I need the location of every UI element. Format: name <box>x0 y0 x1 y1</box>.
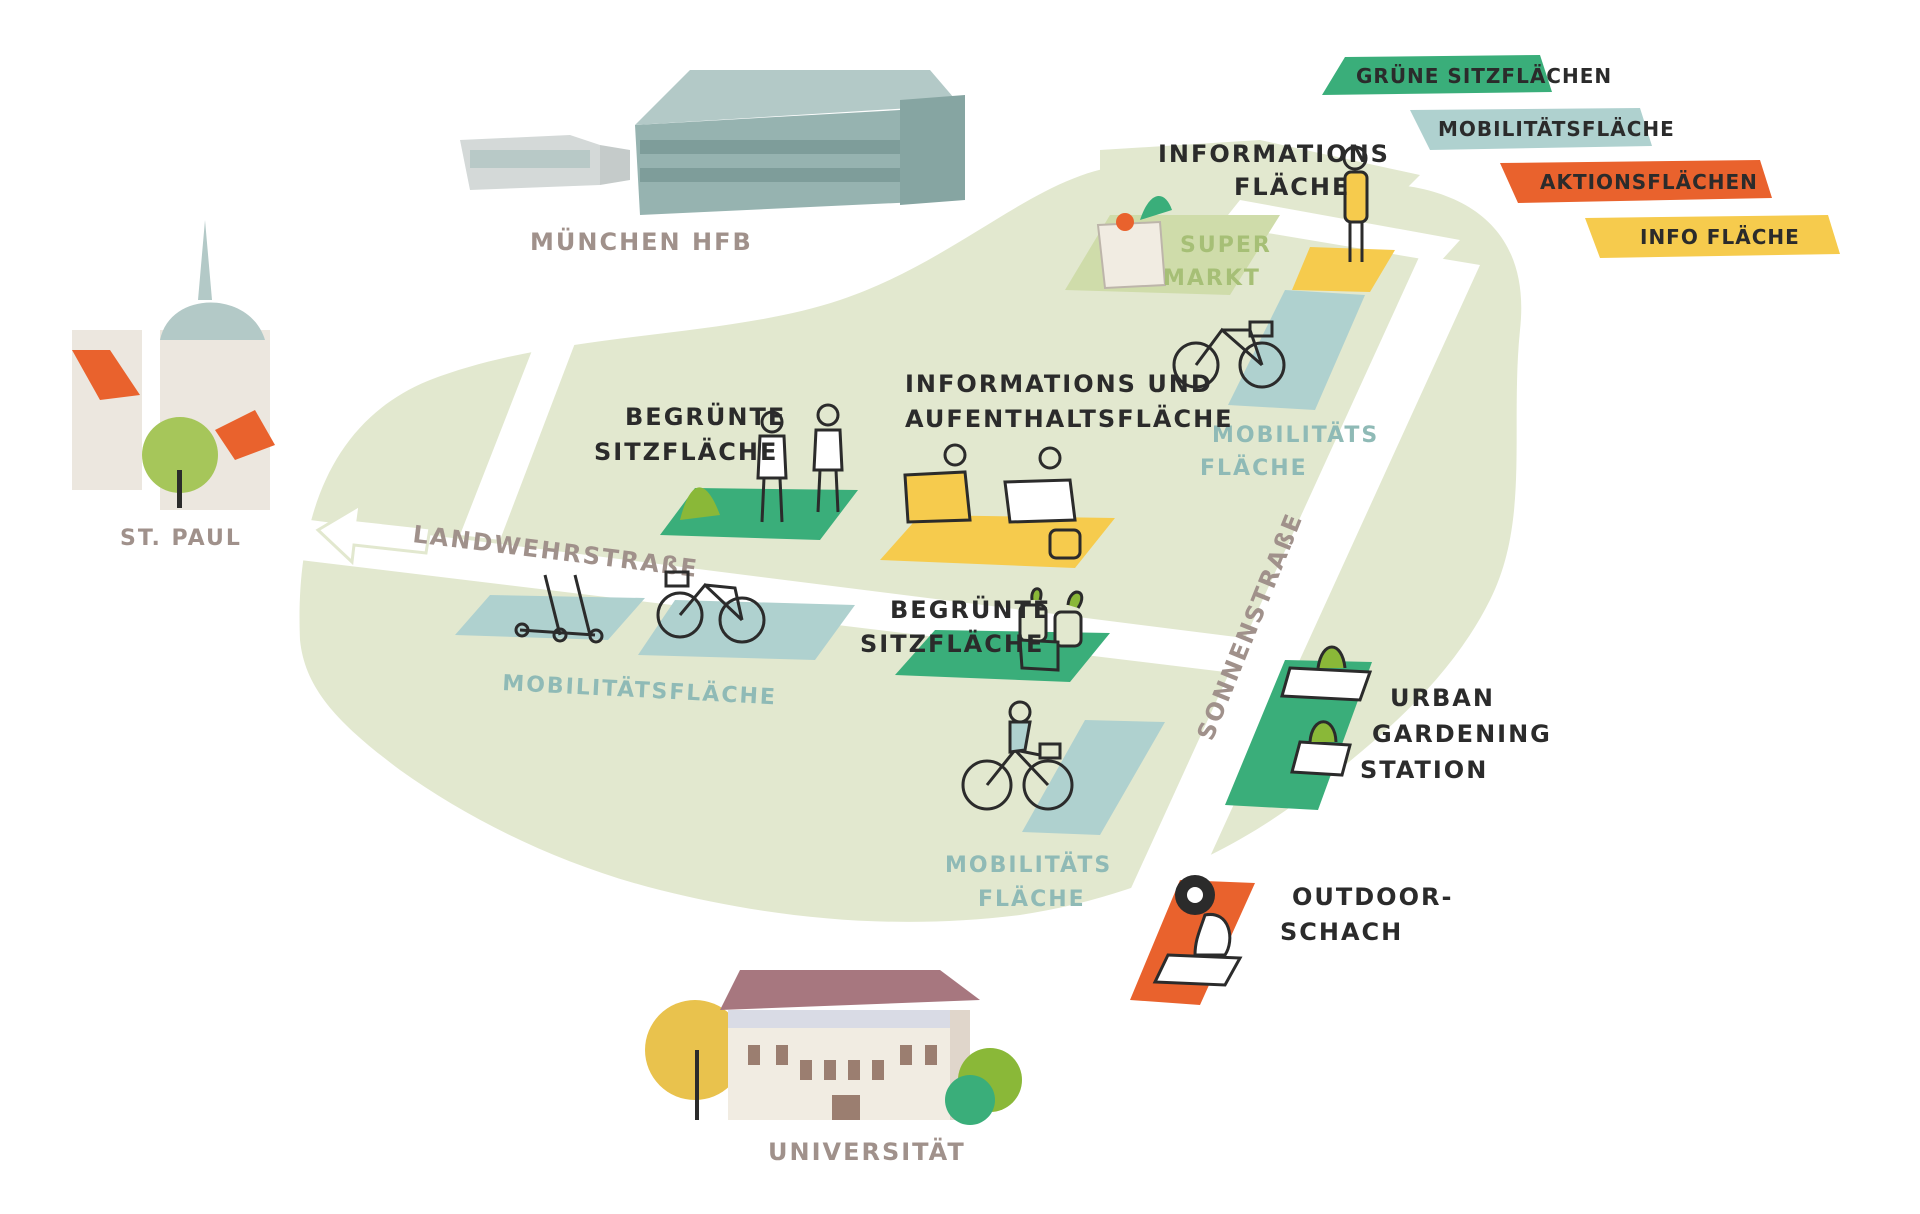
info-top-label: INFORMATIONS FLÄCHE <box>1158 140 1400 201</box>
green-seating-center-label: BEGRÜNTE SITZFLÄCHE <box>860 594 1062 658</box>
sonnenstrasse-road <box>1080 255 1480 1010</box>
mobility-left-bike-area <box>638 600 855 660</box>
hfb-label: MÜNCHEN HFB <box>530 226 753 256</box>
urban-gardening-label: URBAN GARDENING STATION <box>1360 684 1562 784</box>
top-ground-strip <box>1100 140 1420 195</box>
info-stay-label: INFORMATIONS UND AUFENTHALTSFLÄCHE <box>905 370 1234 433</box>
green-seating-left-label: BEGRÜNTE SITZFLÄCHE <box>594 401 797 466</box>
bicycle-icon <box>1172 320 1286 389</box>
mobility-bottom-label: MOBILITÄTS FLÄCHE <box>945 852 1122 912</box>
legend-label: INFO FLÄCHE <box>1640 225 1800 249</box>
plant-icon <box>1018 587 1084 672</box>
outdoor-chess-label: OUTDOOR- SCHACH <box>1280 883 1464 946</box>
e-scooter-icon <box>514 574 604 644</box>
st-paul-label: ST. PAUL <box>120 526 242 551</box>
bench-icon <box>903 443 1082 560</box>
legend-item-info: INFO FLÄCHE <box>1585 215 1840 258</box>
grocery-bag-icon <box>1096 196 1172 290</box>
legend: GRÜNE SITZFLÄCHEN MOBILITÄTSFLÄCHE AKTIO… <box>1322 55 1840 258</box>
upper-road <box>1220 200 1460 262</box>
legend-item-action: AKTIONSFLÄCHEN <box>1500 160 1772 203</box>
mobility-top-right-area <box>1228 290 1365 410</box>
plant-icon <box>680 487 720 520</box>
st-paul-church <box>72 220 275 510</box>
person-icon <box>1342 145 1369 262</box>
west-arrow-icon <box>315 502 432 566</box>
chess-knight-icon <box>1152 913 1243 987</box>
bicycle-icon <box>656 570 766 644</box>
cyclist-icon <box>961 700 1074 811</box>
university-building <box>645 970 1022 1125</box>
info-top-area <box>1292 247 1395 292</box>
mobility-top-right-label: MOBILITÄTS FLÄCHE <box>1200 422 1389 481</box>
legend-label: AKTIONSFLÄCHEN <box>1540 170 1758 194</box>
legend-item-mobility: MOBILITÄTSFLÄCHE <box>1410 108 1675 150</box>
university-label: UNIVERSITÄT <box>768 1137 966 1166</box>
football-icon <box>1175 875 1215 915</box>
left-road <box>460 330 580 540</box>
legend-label: GRÜNE SITZFLÄCHEN <box>1356 64 1612 88</box>
plant-icon <box>1280 645 1373 777</box>
legend-item-green: GRÜNE SITZFLÄCHEN <box>1322 55 1612 95</box>
hfb-building <box>460 70 965 215</box>
person-icon <box>756 403 844 523</box>
legend-label: MOBILITÄTSFLÄCHE <box>1438 117 1675 141</box>
supermarket-label: SUPER MARKT <box>1163 233 1281 291</box>
